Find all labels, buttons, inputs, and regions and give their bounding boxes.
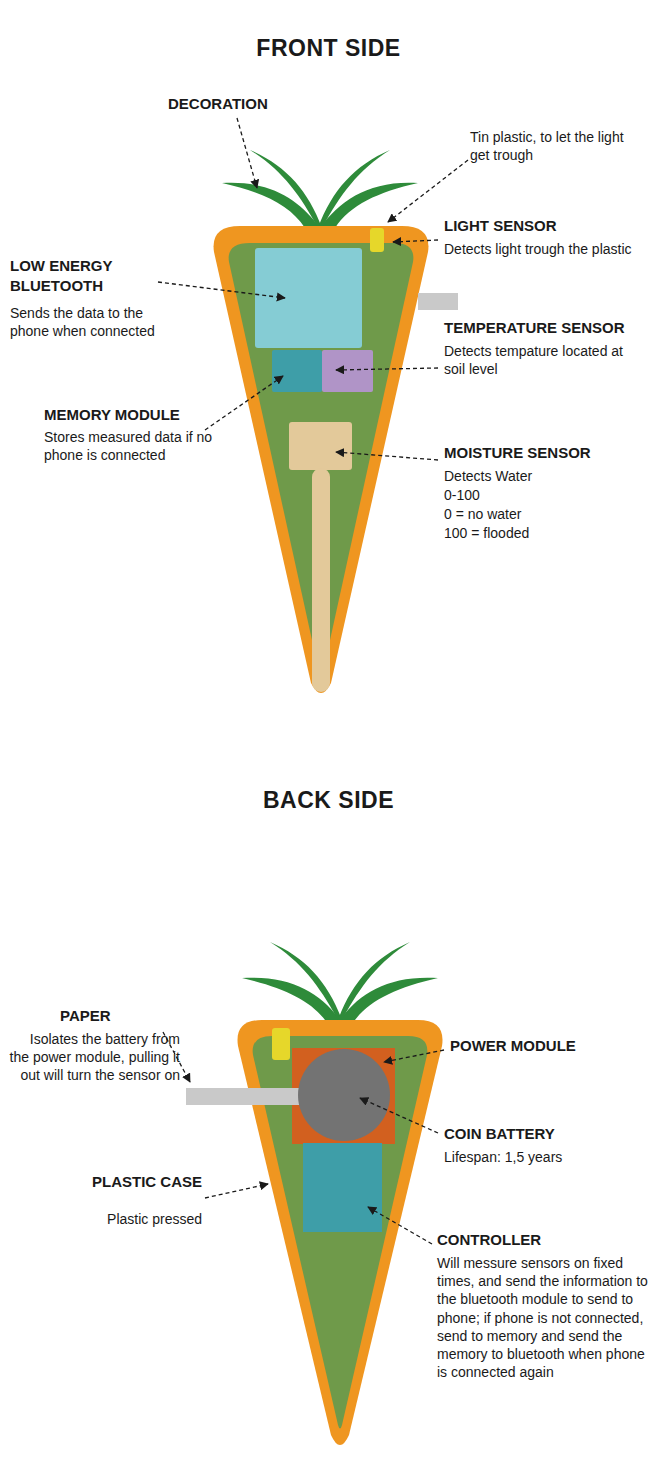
part-name: MOISTURE SENSOR <box>444 443 649 463</box>
part-description: Detects light trough the plastic <box>444 240 639 258</box>
part-name: LOW ENERGY BLUETOOTH <box>10 256 160 295</box>
part-description: Will messure sensors on fixed times, and… <box>437 1254 649 1381</box>
section-title: BACK SIDE <box>0 786 657 816</box>
part-description: Isolates the battery from the power modu… <box>8 1030 180 1085</box>
leader-lines <box>158 118 468 1244</box>
part-description: Stores measured data if no phone is conn… <box>44 428 234 464</box>
part-description: Sends the data to the phone when connect… <box>10 304 175 340</box>
part-name: PAPER <box>60 1006 180 1026</box>
note-text: Tin plastic, to let the light get trough <box>470 128 645 164</box>
part-name: LIGHT SENSOR <box>444 216 644 236</box>
part-description: Plastic pressed <box>60 1210 202 1228</box>
part-description: Detects tempature located at soil level <box>444 342 634 378</box>
part-name: MEMORY MODULE <box>44 405 244 425</box>
part-name: PLASTIC CASE <box>90 1172 202 1192</box>
part-name: CONTROLLER <box>437 1230 647 1250</box>
section-title: FRONT SIDE <box>0 34 657 64</box>
part-name: DECORATION <box>168 94 298 114</box>
part-description: 0 = no water <box>444 505 644 523</box>
part-description: Detects Water <box>444 467 644 485</box>
part-name: COIN BATTERY <box>444 1124 644 1144</box>
part-description: 0-100 <box>444 486 644 504</box>
part-description: 100 = flooded <box>444 524 644 542</box>
back-carrot <box>186 942 443 1445</box>
part-name: TEMPERATURE SENSOR <box>444 318 649 338</box>
part-name: POWER MODULE <box>450 1036 580 1056</box>
part-description: Lifespan: 1,5 years <box>444 1148 644 1166</box>
front-carrot <box>214 150 458 693</box>
